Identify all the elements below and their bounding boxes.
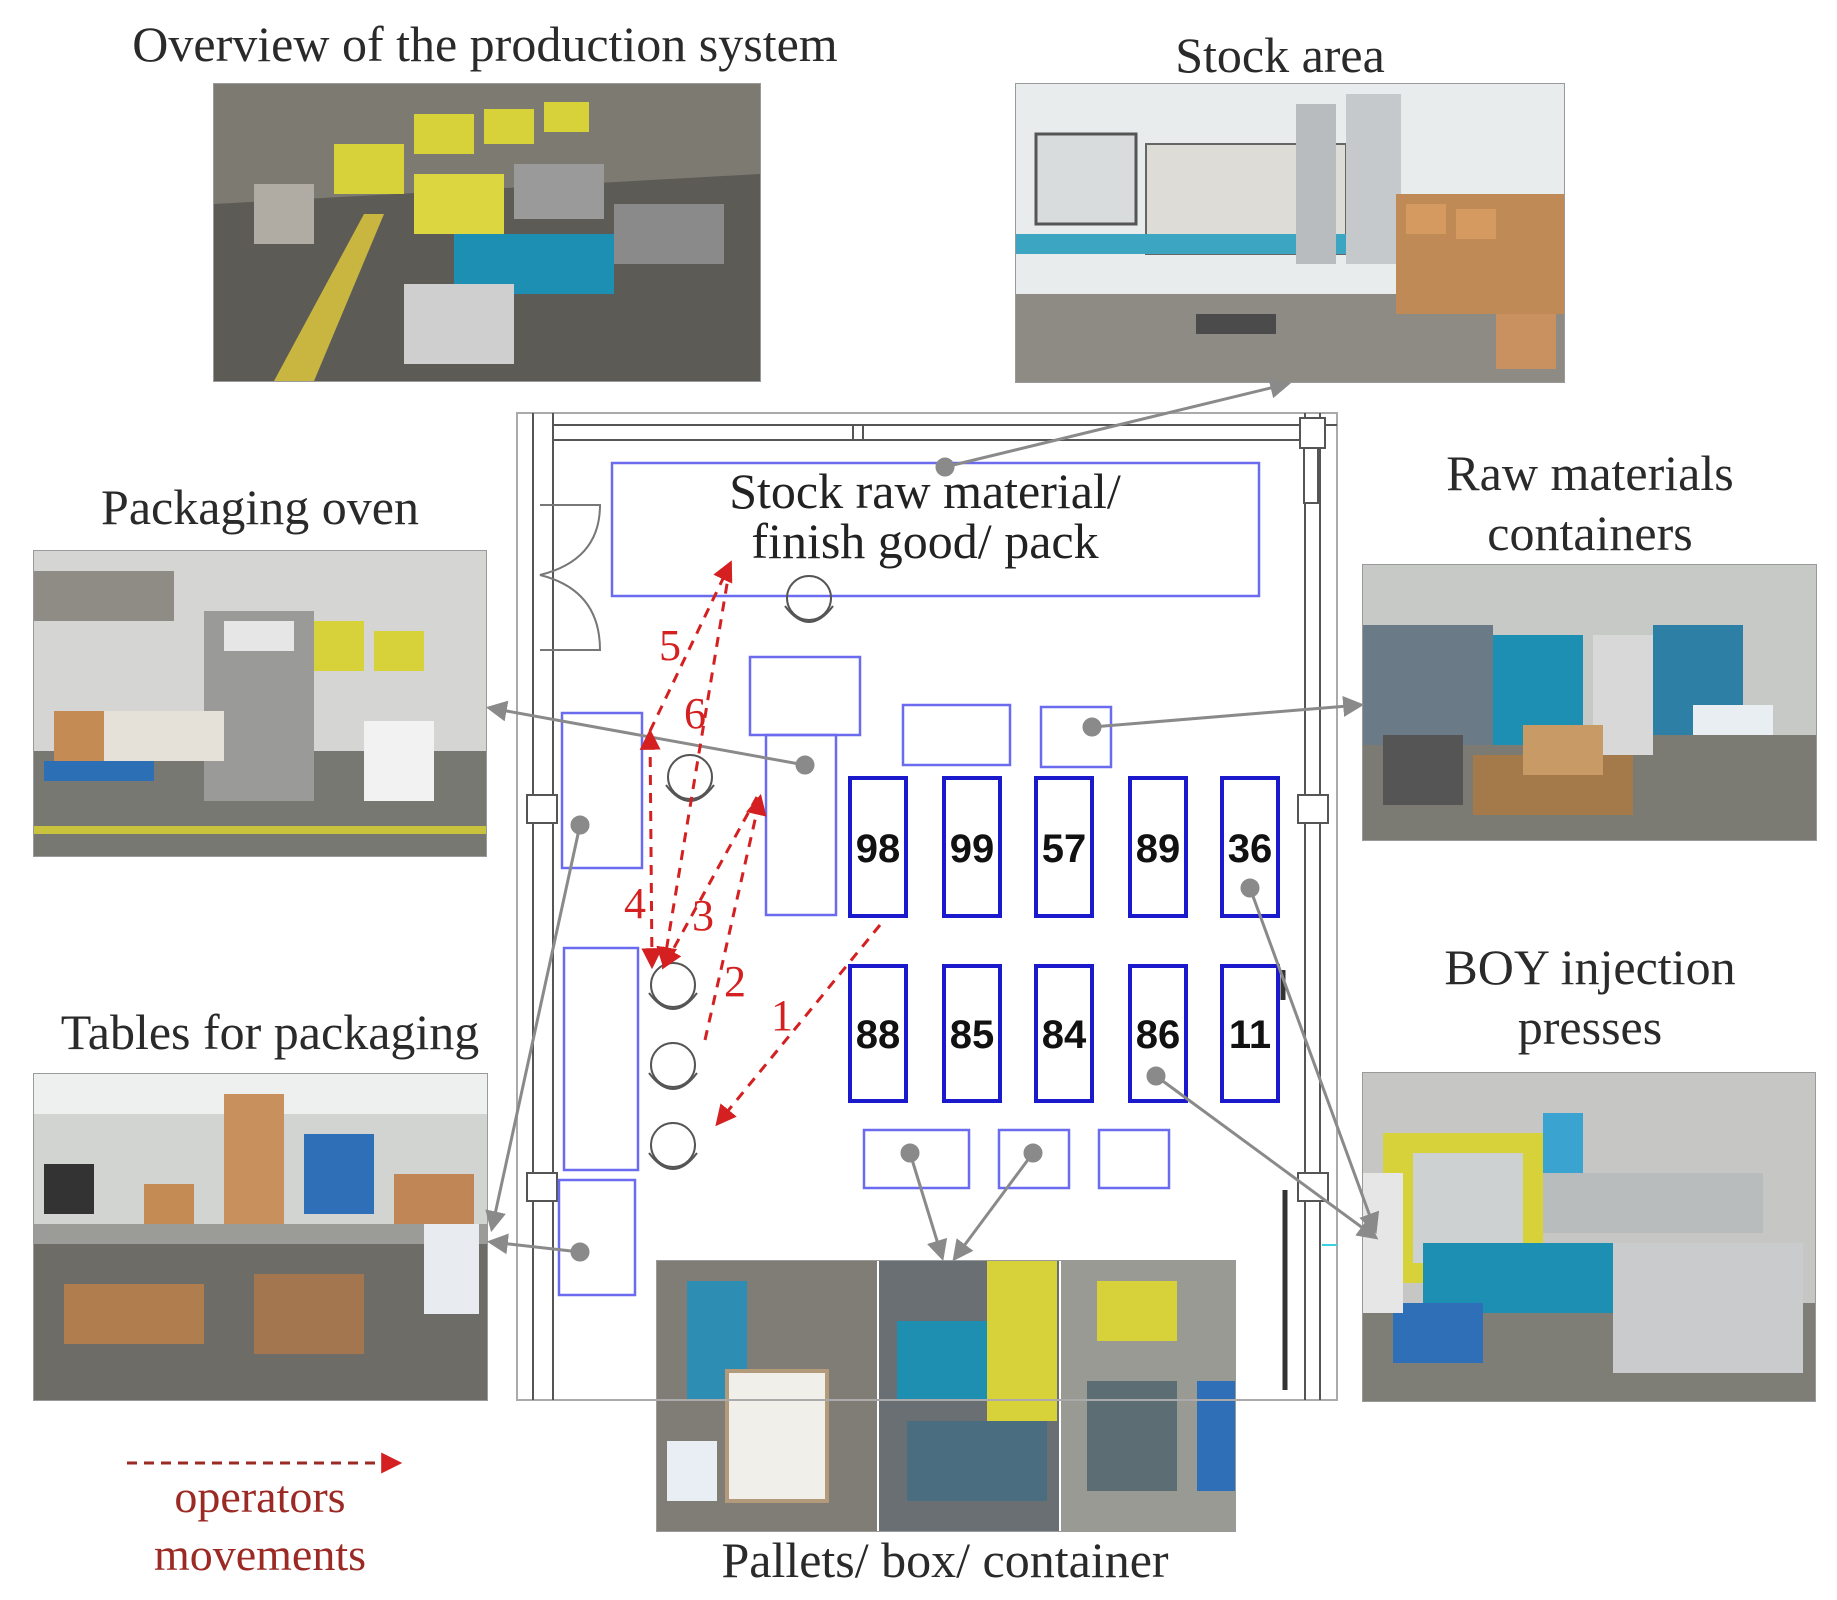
movement-number: 3 <box>692 891 714 940</box>
operator-station <box>667 754 713 800</box>
machine-84-box <box>1034 964 1094 1103</box>
movement-5-arrow <box>648 560 733 732</box>
machine-89-box <box>1128 776 1188 918</box>
machine-label: 98 <box>856 827 901 871</box>
zone-rect <box>1097 1128 1171 1190</box>
boy-injection-presses-photo <box>1362 1072 1816 1402</box>
tables-for-packaging-photo <box>33 1073 488 1401</box>
legend-label: operators movements <box>110 1468 410 1584</box>
zone-rect <box>560 711 644 870</box>
raw-materials-caption-line2: containers <box>1487 505 1693 561</box>
movement-number: 1 <box>771 991 793 1040</box>
boy-caption-line2: presses <box>1517 999 1663 1055</box>
machine-99-box <box>942 776 1002 918</box>
packaging-oven-caption: Packaging oven <box>101 479 419 535</box>
machine-label: 85 <box>950 1013 995 1057</box>
operator-station <box>650 962 696 1008</box>
packaging-oven-photo <box>33 550 487 857</box>
movement-number: 2 <box>724 957 746 1006</box>
movement-number: 5 <box>659 621 681 670</box>
legend-line2: movements <box>153 1529 367 1580</box>
zone-rect <box>562 946 640 1172</box>
zone-rect <box>1039 705 1113 769</box>
movement-6-arrow <box>656 565 732 969</box>
stock-zone-label-line2: finish good/ pack <box>751 513 1098 569</box>
machine-57-box <box>1034 776 1094 918</box>
machine-36-box <box>1220 776 1280 918</box>
legend-line1: operators <box>174 1471 346 1522</box>
movement-2-arrow <box>703 793 767 1041</box>
movement-1-arrow <box>715 924 882 1127</box>
movement-4-arrow <box>639 728 663 970</box>
operator-movements <box>639 560 882 1127</box>
zone-rect <box>764 733 838 917</box>
photo-links <box>485 377 1380 1262</box>
machine-98-box <box>848 776 908 918</box>
raw-materials-containers-photo <box>1362 564 1817 841</box>
movement-number: 4 <box>624 879 646 928</box>
operator-station <box>650 1042 696 1088</box>
machine-85-box <box>942 964 1002 1103</box>
operator-station <box>650 1122 696 1168</box>
machine-label: 88 <box>856 1013 901 1057</box>
machine-label: 84 <box>1042 1013 1087 1057</box>
stock-zone <box>610 461 1261 598</box>
machine-label: 36 <box>1228 827 1273 871</box>
machine-label: 99 <box>950 827 995 871</box>
stock-zone-label-line1: Stock raw material/ <box>729 463 1121 519</box>
pallets-caption: Pallets/ box/ container <box>721 1532 1169 1588</box>
raw-materials-caption: Raw materials containers <box>1380 443 1800 563</box>
zone-rect <box>557 1178 637 1297</box>
machine-86-box <box>1128 964 1188 1103</box>
movement-3-arrow <box>661 796 759 970</box>
zone-rect <box>901 703 1012 767</box>
machine-11-box <box>1220 964 1280 1103</box>
zones <box>557 461 1261 1297</box>
machines <box>848 776 1280 1103</box>
stock-area-caption: Stock area <box>1175 27 1385 83</box>
boy-caption-line1: BOY injection <box>1444 939 1736 995</box>
tables-for-packaging-caption: Tables for packaging <box>60 1004 480 1060</box>
machine-label: 89 <box>1136 827 1181 871</box>
machine-label: 86 <box>1136 1013 1181 1057</box>
operator-station <box>786 575 832 621</box>
zone-rect <box>748 655 862 737</box>
movement-number: 6 <box>684 689 706 738</box>
raw-materials-caption-line1: Raw materials <box>1446 445 1734 501</box>
boy-injection-presses-caption: BOY injection presses <box>1380 937 1800 1057</box>
machine-label: 57 <box>1042 827 1087 871</box>
machine-88-box <box>848 964 908 1103</box>
machine-label: 11 <box>1229 1013 1271 1057</box>
zone-rect <box>997 1128 1071 1190</box>
building-walls <box>516 412 1338 1401</box>
overview-photo <box>213 83 761 382</box>
zone-rect <box>862 1128 971 1190</box>
overview-caption: Overview of the production system <box>132 16 838 72</box>
